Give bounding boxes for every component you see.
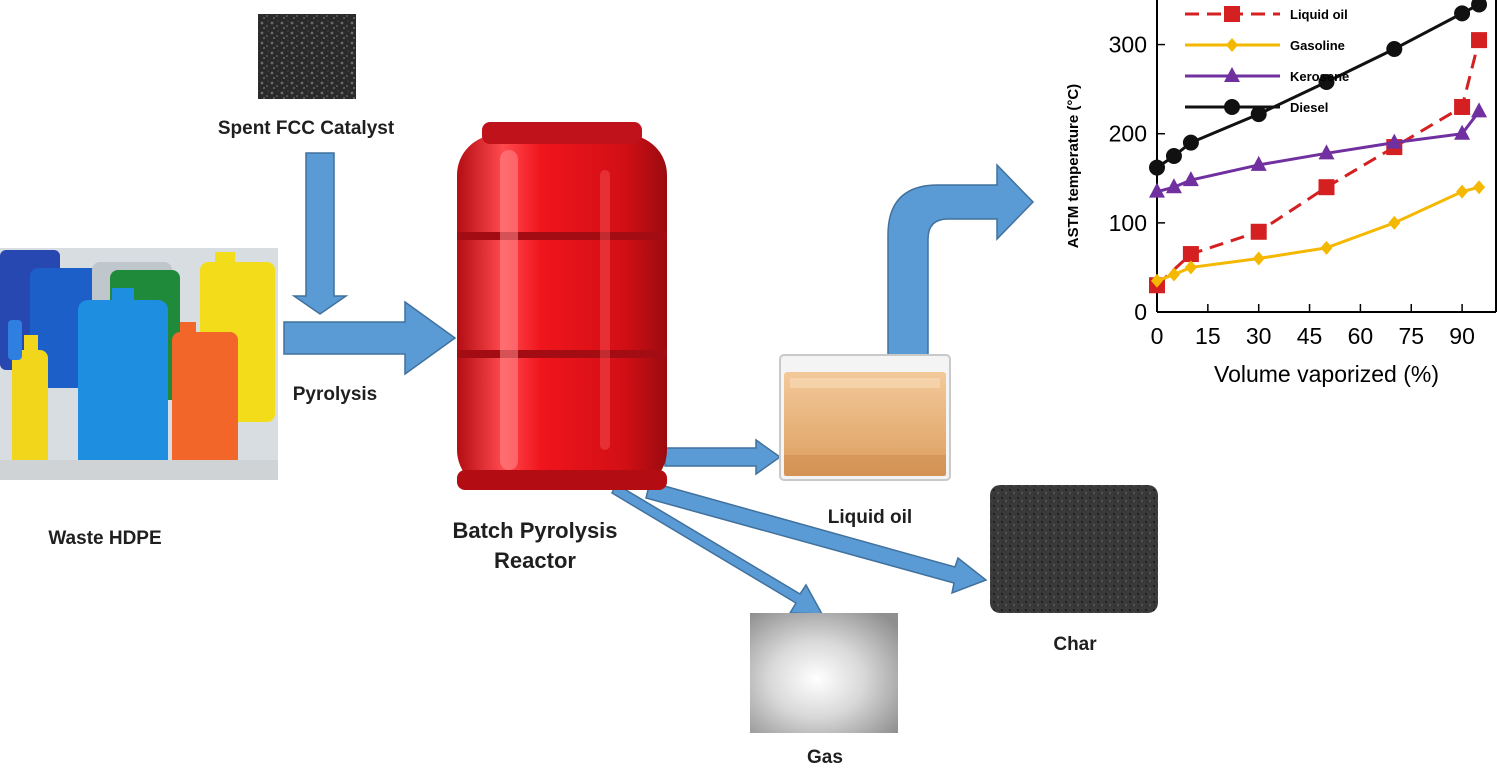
series-point-gasoline xyxy=(1184,260,1197,275)
series-point-gasoline xyxy=(1388,215,1401,230)
chart-x-tick-label: 0 xyxy=(1151,323,1164,349)
chart-x-tick-label: 45 xyxy=(1297,323,1323,349)
chart-x-tick-label: 90 xyxy=(1449,323,1475,349)
process-arrows xyxy=(283,152,1035,615)
chart-y-tick-label: 300 xyxy=(1109,32,1147,58)
series-point-diesel xyxy=(1165,148,1182,164)
series-point-gasoline xyxy=(1167,267,1180,282)
catalyst-label: Spent FCC Catalyst xyxy=(217,118,395,139)
chart-x-tick-label: 75 xyxy=(1398,323,1424,349)
hdpe-containers-image xyxy=(0,248,278,480)
series-point-liquid-oil xyxy=(1454,98,1471,115)
legend-label-diesel: Diesel xyxy=(1290,100,1328,115)
chart-x-axis-label: Volume vaporized (%) xyxy=(1214,361,1439,387)
series-point-liquid-oil xyxy=(1318,179,1335,196)
chart-x-tick-label: 15 xyxy=(1195,323,1221,349)
waste-hdpe-label: Waste HDPE xyxy=(48,528,162,549)
reactor-barrel xyxy=(457,122,667,490)
liquid-oil-label: Liquid oil xyxy=(827,507,913,528)
reactor-label-line1: Batch Pyrolysis xyxy=(452,518,618,543)
series-line-diesel xyxy=(1156,3,1480,169)
series-point-liquid-oil xyxy=(1250,223,1267,240)
series-point-kerosene xyxy=(1149,182,1165,198)
series-point-kerosene xyxy=(1165,178,1182,194)
chart-y-tick-label: 0 xyxy=(1134,299,1147,325)
series-point-kerosene xyxy=(1454,124,1471,140)
legend-label-gasoline: Gasoline xyxy=(1290,38,1345,53)
series-point-diesel xyxy=(1182,134,1199,151)
series-point-liquid-oil xyxy=(1182,246,1199,263)
series-point-kerosene xyxy=(1182,171,1199,187)
gas-label: Gas xyxy=(807,747,843,768)
gas-image xyxy=(750,613,898,733)
chart-x-tick-label: 30 xyxy=(1246,323,1272,349)
liquid-arrow xyxy=(664,438,782,476)
char-arrow xyxy=(645,481,988,595)
legend-label-liquid-oil: Liquid oil xyxy=(1290,7,1348,22)
series-point-gasoline xyxy=(1456,184,1469,199)
catalyst-arrow xyxy=(291,152,349,315)
oil-beaker xyxy=(779,354,951,481)
series-point-liquid-oil xyxy=(1471,32,1488,49)
series-point-diesel xyxy=(1386,41,1403,58)
series-point-diesel xyxy=(1454,5,1471,22)
legend-marker-gasoline xyxy=(1226,38,1238,52)
series-point-diesel xyxy=(1318,74,1335,91)
chart-arrow xyxy=(887,163,1035,356)
legend-label-kerosene: Kerosene xyxy=(1290,69,1349,84)
chart-y-axis-label: ASTM temperature (°C) xyxy=(1065,84,1082,248)
catalyst-image xyxy=(258,14,356,99)
series-point-kerosene xyxy=(1250,155,1267,171)
series-line-gasoline xyxy=(1156,185,1480,283)
series-point-kerosene xyxy=(1318,144,1335,160)
chart-y-tick-label: 200 xyxy=(1109,121,1147,147)
series-point-kerosene xyxy=(1386,133,1403,149)
reactor-label: Batch Pyrolysis Reactor xyxy=(410,516,660,576)
pyrolysis-label: Pyrolysis xyxy=(292,384,378,405)
chart-y-tick-label: 100 xyxy=(1109,210,1147,236)
char-label: Char xyxy=(1053,634,1097,655)
pyrolysis-arrow xyxy=(283,300,457,376)
char-image xyxy=(990,485,1158,613)
series-point-gasoline xyxy=(1252,251,1265,266)
series-point-gasoline xyxy=(1320,240,1333,255)
series-line-kerosene xyxy=(1156,110,1481,194)
series-point-gasoline xyxy=(1473,180,1486,195)
chart-x-tick-label: 60 xyxy=(1348,323,1374,349)
legend-marker-liquid-oil xyxy=(1224,6,1240,22)
series-point-gasoline xyxy=(1151,273,1163,288)
legend-marker-diesel xyxy=(1224,99,1240,115)
series-point-kerosene xyxy=(1471,102,1488,118)
series-point-diesel xyxy=(1250,106,1267,123)
series-point-diesel xyxy=(1471,0,1488,13)
legend-marker-kerosene xyxy=(1224,67,1240,82)
series-point-diesel xyxy=(1149,159,1165,176)
reactor-label-line2: Reactor xyxy=(494,548,576,573)
